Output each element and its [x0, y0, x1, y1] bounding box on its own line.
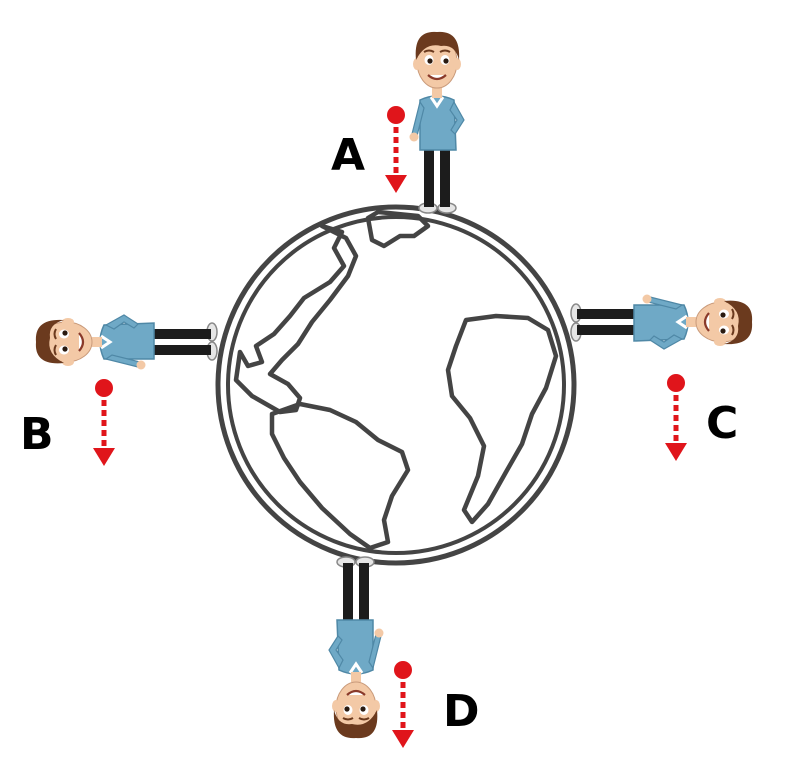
person-a: [408, 30, 466, 215]
globe: [215, 204, 577, 566]
person-d: [327, 555, 385, 740]
person-c: [569, 293, 754, 351]
label-c: C: [706, 398, 739, 449]
label-a: A: [331, 130, 366, 181]
falling-ball-a: [385, 106, 407, 193]
falling-ball-d: [392, 661, 414, 748]
label-d: D: [443, 686, 480, 737]
globe-outer-ring: [215, 204, 577, 566]
globe-inner-ring: [226, 215, 566, 555]
falling-ball-b: [93, 379, 115, 466]
person-b: [34, 313, 219, 371]
falling-ball-c: [665, 374, 687, 461]
label-b: B: [20, 409, 54, 460]
continents: [233, 209, 559, 551]
